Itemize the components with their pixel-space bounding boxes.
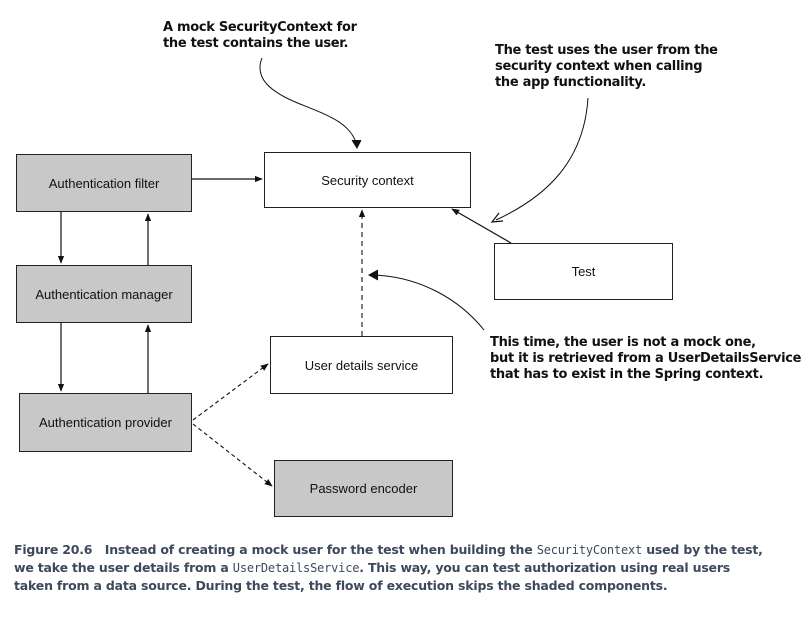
caption-code: SecurityContext xyxy=(536,543,643,557)
arrow-test-to-context xyxy=(451,208,512,244)
password-encoder-label: Password encoder xyxy=(309,481,418,496)
authentication-provider-label: Authentication provider xyxy=(39,415,172,430)
authentication-filter-label: Authentication filter xyxy=(48,175,160,191)
authentication-provider-box: Authentication provider xyxy=(19,393,192,452)
callout-mock-context-line: the test contains the user. xyxy=(163,36,349,51)
authentication-manager-label: Authentication manager xyxy=(35,286,173,302)
test-box: Test xyxy=(494,243,673,300)
test-label: Test xyxy=(571,264,596,279)
caption-line-2: we take the user details from a UserDeta… xyxy=(14,559,794,577)
callout-not-mock-line: This time, the user is not a mock one, xyxy=(490,335,756,350)
callout-not-mock-line: but it is retrieved from a UserDetailsSe… xyxy=(490,351,802,366)
caption-line-3: taken from a data source. During the tes… xyxy=(14,578,668,593)
caption-text: used by the test, xyxy=(642,542,763,557)
caption-text: . This way, you can test authorization u… xyxy=(359,560,731,575)
callout-mock-context: A mock SecurityContext for the test cont… xyxy=(163,20,357,52)
caption-text: Instead of creating a mock user for the … xyxy=(104,542,537,557)
security-context-box: Security context xyxy=(264,152,471,208)
callout-not-mock-line: that has to exist in the Spring context. xyxy=(490,367,764,382)
security-context-label: Security context xyxy=(321,172,414,188)
callout-not-mock: This time, the user is not a mock one, b… xyxy=(490,335,801,383)
user-details-service-box: User details service xyxy=(270,336,453,394)
caption-code: UserDetailsService xyxy=(232,561,360,575)
figure-caption: Figure 20.6 Instead of creating a mock u… xyxy=(14,541,794,595)
user-details-service-label: User details service xyxy=(304,357,419,373)
callout-pointer-test-uses-user xyxy=(495,97,589,221)
arrow-provider-to-user-details-service xyxy=(192,363,269,421)
callout-test-uses-user-line: The test uses the user from the xyxy=(495,43,718,58)
callout-test-uses-user-line: the app functionality. xyxy=(495,75,646,90)
callout-test-uses-user: The test uses the user from the security… xyxy=(495,43,718,91)
callout-mock-context-line: A mock SecurityContext for xyxy=(163,20,357,35)
callout-pointer-mock-context xyxy=(259,57,358,147)
callout-test-uses-user-line: security context when calling xyxy=(495,59,703,74)
authentication-manager-box: Authentication manager xyxy=(16,265,192,323)
caption-line-1: Figure 20.6 Instead of creating a mock u… xyxy=(14,541,794,559)
authentication-filter-box: Authentication filter xyxy=(16,154,192,212)
callout-pointer-not-mock xyxy=(371,274,485,331)
caption-text: we take the user details from a xyxy=(14,560,233,575)
password-encoder-box: Password encoder xyxy=(274,460,453,517)
figure-number: Figure 20.6 xyxy=(14,542,93,557)
arrow-provider-to-password-encoder xyxy=(192,423,273,487)
